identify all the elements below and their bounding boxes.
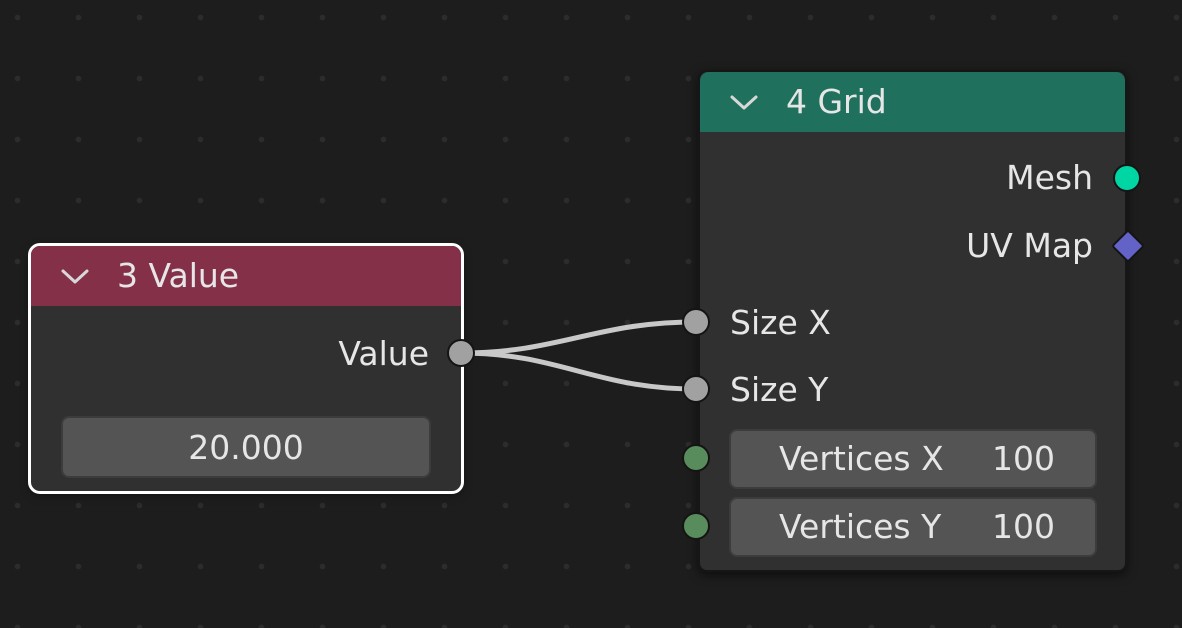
vertices-y-field[interactable]: Vertices Y 100 — [729, 497, 1097, 557]
vertices-y-label: Vertices Y — [779, 507, 942, 546]
value-node-title: 3 Value — [117, 256, 240, 295]
value-field[interactable]: 20.000 — [61, 416, 431, 478]
vertices-x-label: Vertices X — [779, 439, 944, 478]
vertices-x-value: 100 — [992, 439, 1055, 478]
grid-node[interactable]: 4 Grid Mesh UV Map Size X Size Y Vertice… — [698, 70, 1127, 572]
value-node[interactable]: 3 Value Value 20.000 — [28, 243, 464, 494]
size-x-input-label: Size X — [730, 303, 831, 342]
vertices-x-field[interactable]: Vertices X 100 — [729, 429, 1097, 489]
mesh-output-label: Mesh — [1006, 158, 1093, 197]
value-node-header[interactable]: 3 Value — [31, 246, 461, 306]
size-x-input-socket[interactable] — [682, 308, 710, 336]
vertices-y-value: 100 — [992, 507, 1055, 546]
link-value-to-size-x[interactable] — [460, 319, 697, 356]
link-value-to-size-y[interactable] — [460, 350, 697, 392]
chevron-down-icon[interactable] — [728, 91, 760, 113]
value-output-socket[interactable] — [447, 339, 475, 367]
uv-map-output-label: UV Map — [966, 226, 1093, 265]
size-y-input-socket[interactable] — [682, 375, 710, 403]
chevron-down-icon[interactable] — [59, 265, 91, 287]
value-output-label: Value — [338, 334, 429, 373]
vertices-x-input-socket[interactable] — [682, 444, 710, 472]
vertices-y-input-socket[interactable] — [682, 512, 710, 540]
value-field-value: 20.000 — [188, 427, 304, 467]
grid-node-title: 4 Grid — [786, 82, 887, 121]
grid-node-header[interactable]: 4 Grid — [700, 72, 1125, 132]
mesh-output-socket[interactable] — [1113, 164, 1141, 192]
size-y-input-label: Size Y — [730, 370, 829, 409]
